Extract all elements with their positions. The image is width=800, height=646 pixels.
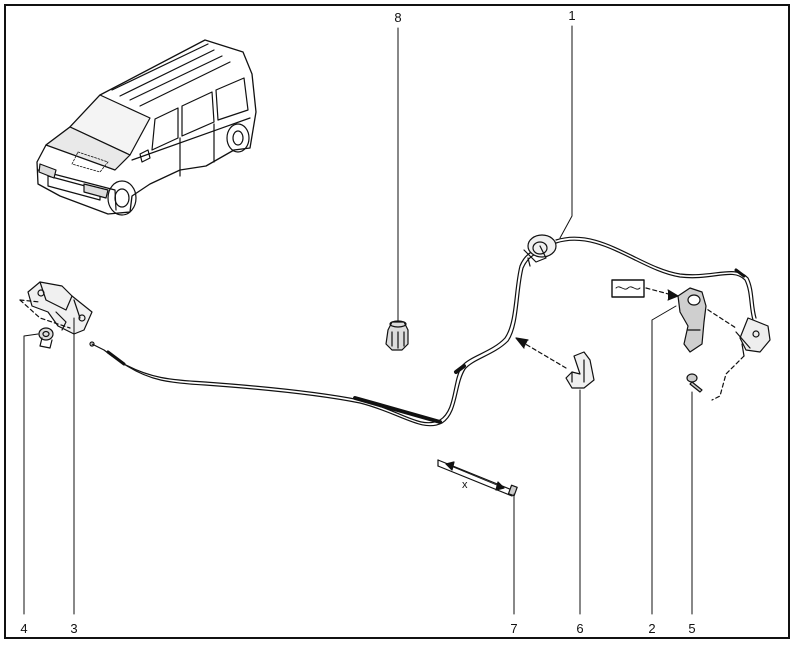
alignment-line <box>645 287 677 297</box>
label-plate <box>611 279 645 298</box>
leader-lines <box>23 25 693 615</box>
dimension-label: x <box>462 479 468 491</box>
release-cable-upper <box>555 236 757 321</box>
vehicle-illustration <box>36 39 257 216</box>
arrow-head <box>515 337 529 349</box>
release-cable <box>123 249 539 427</box>
rubber-stop <box>38 327 54 349</box>
callout-5: 5 <box>688 621 696 636</box>
alignment-line <box>711 355 745 401</box>
callout-4: 4 <box>20 621 28 636</box>
cable-clip <box>565 351 595 389</box>
release-handle <box>677 287 707 353</box>
callout-7: 7 <box>510 621 518 636</box>
callout-6: 6 <box>576 621 584 636</box>
callout-3: 3 <box>70 621 78 636</box>
alignment-line <box>19 299 71 329</box>
diagram-frame <box>4 4 790 639</box>
hood-lock <box>27 281 93 335</box>
callout-1: 1 <box>568 8 576 23</box>
leader-1 <box>559 25 573 239</box>
cable-lock-end <box>89 341 126 366</box>
callout-2: 2 <box>648 621 656 636</box>
arrow-head <box>667 289 679 301</box>
leader-4 <box>23 333 39 615</box>
cable-tie <box>437 459 518 497</box>
callout-8: 8 <box>394 10 402 25</box>
leader-2 <box>651 305 677 615</box>
handle-bracket <box>735 317 771 357</box>
alignment-line <box>701 305 737 329</box>
alignment-line <box>521 341 567 369</box>
plug <box>385 320 409 351</box>
alignment-line <box>19 299 41 303</box>
screw <box>686 373 703 393</box>
cable-grommet <box>523 234 557 267</box>
